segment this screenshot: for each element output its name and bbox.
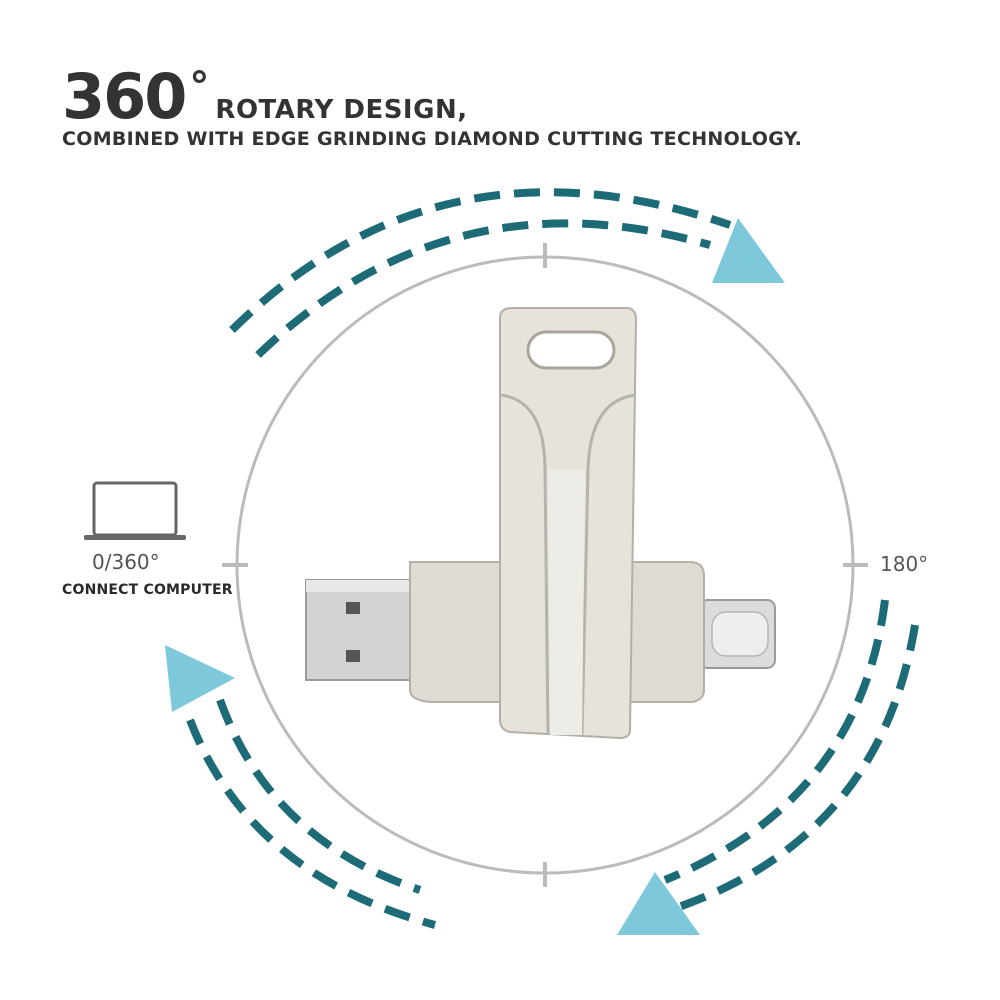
right-arrow-head [617,872,700,935]
cap-center-band [548,470,585,735]
left-rotation-arrows [186,698,437,929]
laptop-icon [84,481,186,540]
connect-computer-caption: CONNECT COMPUTER [62,582,233,598]
subline: COMBINED WITH EDGE GRINDING DIAMOND CUTT… [62,128,803,150]
position-label-180: 180° [880,552,929,576]
headline: 360°ROTARY DESIGN, [62,60,468,133]
right-arc-outer [668,624,919,914]
headline-text: ROTARY DESIGN, [215,95,468,125]
top-arrow-head [712,218,785,283]
usb-flash-drive-icon [305,307,776,740]
top-rotation-arrows [229,188,732,358]
keyring-hole [526,330,616,370]
top-arc-outer [229,188,732,333]
right-rotation-arrows [663,599,919,914]
usb-a-connector [305,579,415,681]
left-arc-inner [216,698,422,894]
right-arc-inner [663,599,889,884]
left-arc-outer [186,718,437,929]
headline-number: 360 [62,60,187,133]
usb-c-connector [699,599,776,669]
headline-degree-symbol: ° [189,64,210,110]
cap-facet-left [499,393,550,736]
top-arc-inner [255,219,712,358]
position-label-0-360: 0/360° [92,550,160,574]
left-arrow-head [165,645,235,712]
cap-facet-right [580,393,637,736]
